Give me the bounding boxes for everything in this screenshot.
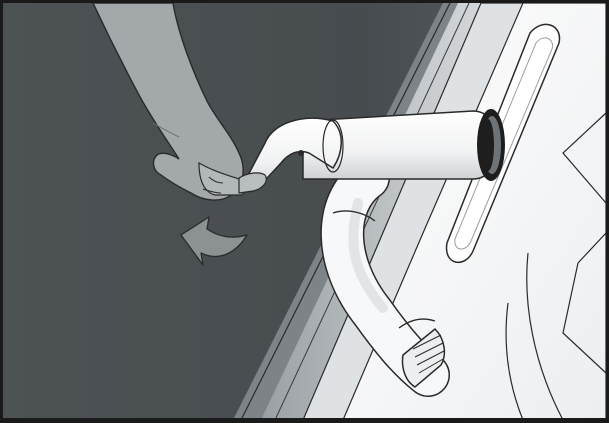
illustration-canvas [3,3,606,420]
